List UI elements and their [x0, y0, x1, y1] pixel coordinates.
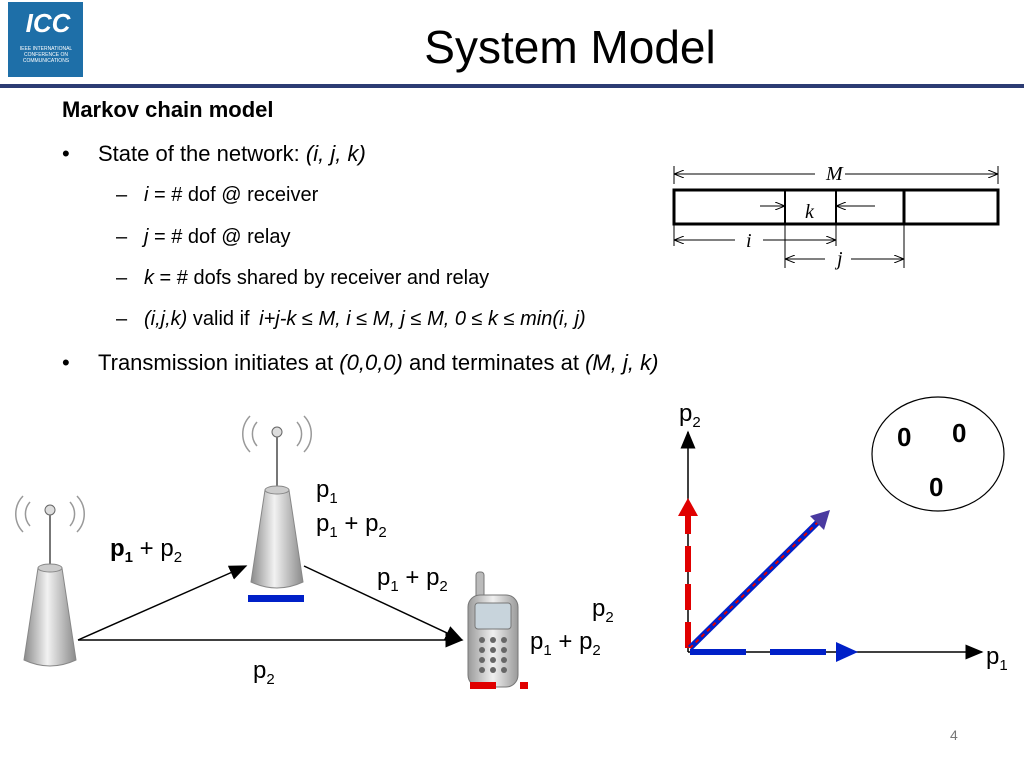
sub-bullet-var: (i,j,k) — [144, 308, 188, 330]
network-diagram — [15, 415, 528, 689]
sub-bullet-var: j — [144, 226, 149, 248]
source-relay-label: p1 + p2 — [110, 535, 183, 566]
destination-phone — [467, 571, 519, 688]
state-digit-bottom: 0 — [929, 472, 944, 502]
vector-diagram — [678, 430, 984, 662]
sub-bullet-j: –j = # dof @ relay — [116, 226, 291, 248]
red-vector-arrowhead — [678, 498, 698, 516]
bullet-math: (i, j, k) — [305, 141, 366, 166]
sub-bullet-validity: –(i,j,k) valid if i+j-k ≤ M, i ≤ M, j ≤ … — [116, 308, 586, 330]
link-source-relay — [77, 565, 248, 641]
buffer-diagram — [672, 166, 1000, 268]
y-axis-label: p2 — [679, 400, 701, 431]
label-j: j — [837, 248, 843, 270]
bullet-text: Transmission initiates at — [98, 350, 340, 375]
label-i: i — [746, 230, 752, 252]
state-circle — [871, 396, 1005, 512]
diagonal-vector-arrowhead — [810, 510, 830, 530]
bullet-dot: • — [62, 141, 70, 166]
bullet-math: (0,0,0) — [339, 350, 403, 375]
sub-bullet-text: = # dof @ relay — [148, 226, 291, 248]
title-divider — [0, 84, 1024, 88]
dest-top-label: p2 — [592, 595, 614, 626]
dest-buffer-bar-red — [470, 682, 496, 689]
diagonal-vector-overlay — [689, 519, 821, 649]
logo-small-text: IEEE INTERNATIONAL CONFERENCE ON COMMUNI… — [19, 46, 73, 64]
page-title: System Model — [424, 21, 716, 73]
bullet-state: • State of the network: (i, j, k) — [62, 141, 366, 167]
section-heading: Markov chain model — [62, 97, 274, 122]
state-digit-top-left: 0 — [897, 422, 912, 452]
logo-letters: ICC — [25, 8, 71, 38]
sub-bullet-text: = # dof @ receiver — [148, 184, 319, 206]
relay-buffer-bar — [248, 595, 304, 602]
link-relay-dest — [303, 565, 464, 641]
label-k: k — [805, 201, 814, 223]
sub-bullet-k: –k = # dofs shared by receiver and relay — [116, 267, 490, 289]
page-number: 4 — [950, 727, 958, 743]
label-M: M — [826, 163, 843, 185]
source-dest-label: p2 — [253, 657, 275, 688]
dest-buffer-bar-red-small — [520, 682, 528, 689]
sub-bullet-text: valid if — [187, 308, 256, 330]
dest-sum-label: p1 + p2 — [530, 628, 601, 659]
bullet-dot: • — [62, 350, 70, 375]
relay-sum-label: p1 + p2 — [316, 510, 387, 541]
state-digit-top-right: 0 — [952, 418, 967, 448]
sub-bullet-text: = # dofs shared by receiver and relay — [154, 267, 490, 289]
bullet-text: and terminates at — [402, 350, 586, 375]
sub-bullet-i: –i = # dof @ receiver — [116, 184, 319, 206]
sub-bullet-var: k — [144, 267, 154, 289]
source-tower — [15, 495, 85, 667]
relay-tower — [242, 415, 312, 589]
blue-vector-arrowhead — [836, 642, 858, 662]
bullet-transmission: • Transmission initiates at (0,0,0) and t… — [62, 350, 658, 376]
conference-logo: ICC IEEE INTERNATIONAL CONFERENCE ON COM… — [8, 2, 83, 77]
sub-bullet-var: i — [144, 184, 149, 206]
relay-dest-label: p1 + p2 — [377, 564, 448, 595]
bullet-math: (M, j, k) — [585, 350, 659, 375]
relay-top-label: p1 — [316, 476, 338, 507]
bullet-text: State of the network: — [98, 141, 306, 166]
x-axis-label: p1 — [986, 643, 1008, 674]
validity-condition: i+j-k ≤ M, i ≤ M, j ≤ M, 0 ≤ k ≤ min(i, … — [259, 308, 586, 330]
